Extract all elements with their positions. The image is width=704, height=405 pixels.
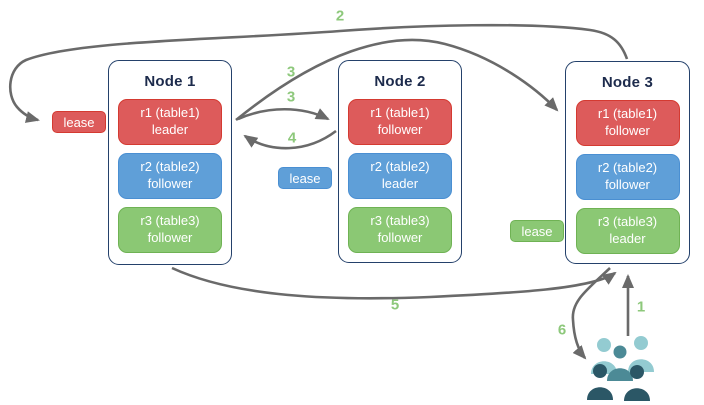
node-3-box: Node 3 r1 (table1) follower r2 (table2) … (565, 61, 690, 264)
node2-replica-r3: r3 (table3) follower (348, 207, 452, 253)
node-1-box: Node 1 r1 (table1) leader r2 (table2) fo… (108, 60, 232, 265)
node1-replica-r1: r1 (table1) leader (118, 99, 222, 145)
node1-replica-r2: r2 (table2) follower (118, 153, 222, 199)
user-figure-dark-right (624, 365, 650, 401)
node-3-title: Node 3 (601, 74, 654, 91)
lease-tag-table1: lease (52, 111, 106, 133)
step-label-2: 2 (335, 7, 345, 25)
replica-name: r1 (table1) (597, 106, 658, 122)
replica-role: follower (147, 230, 193, 245)
step-label-3b: 3 (286, 88, 296, 106)
replica-role: follower (377, 122, 423, 137)
node3-replica-r3: r3 (table3) leader (575, 208, 680, 254)
lease-tag-table3: lease (510, 220, 564, 242)
node-2-box: Node 2 r1 (table1) follower r2 (table2) … (338, 60, 462, 263)
replica-name: r1 (table1) (140, 105, 200, 121)
users-icon (587, 336, 654, 401)
replica-name: r2 (table2) (370, 159, 430, 175)
replica-role: follower (605, 177, 650, 192)
replica-name: r3 (table3) (140, 213, 200, 229)
node1-replica-r3: r3 (table3) follower (118, 207, 222, 253)
replica-role: leader (381, 176, 419, 191)
arrow-step-3-to-node2 (237, 107, 330, 121)
step-label-4: 4 (287, 129, 297, 147)
node3-replica-r2: r2 (table2) follower (575, 154, 680, 200)
replica-role: follower (147, 176, 193, 191)
node3-replica-r1: r1 (table1) follower (575, 100, 680, 146)
replica-role: follower (377, 230, 423, 245)
replica-name: r2 (table2) (140, 159, 200, 175)
replica-name: r3 (table3) (370, 213, 430, 229)
node-1-title: Node 1 (144, 73, 196, 90)
node2-replica-r1: r1 (table1) follower (348, 99, 452, 145)
step-label-3a: 3 (286, 63, 296, 81)
user-figure-dark-left (587, 364, 613, 400)
arrow-step-2 (8, 23, 629, 123)
node2-replica-r2: r2 (table2) leader (348, 153, 452, 199)
replica-name: r1 (table1) (370, 105, 430, 121)
arrow-step-5 (171, 266, 617, 300)
node-2-title: Node 2 (374, 73, 426, 90)
replica-name: r2 (table2) (597, 160, 658, 176)
replica-name: r3 (table3) (597, 214, 658, 230)
replica-role: leader (151, 122, 189, 137)
replica-role: leader (609, 231, 646, 246)
replica-role: follower (605, 123, 650, 138)
user-figure-mid-center (607, 345, 633, 381)
step-label-1: 1 (636, 298, 646, 316)
step-label-5: 5 (390, 296, 400, 314)
step-label-6: 6 (557, 321, 567, 339)
lease-tag-table2: lease (278, 167, 332, 189)
